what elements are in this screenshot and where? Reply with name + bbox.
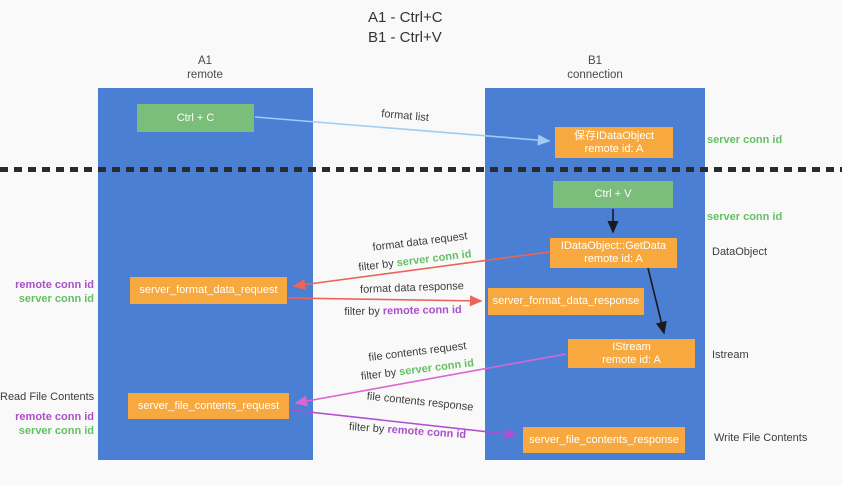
- node-server-file-contents-request: server_file_contents_request: [128, 393, 289, 419]
- filter-by-text-2: filter by: [344, 305, 380, 319]
- file-contents-response-arrow: [290, 409, 518, 440]
- filter-value-remote-conn-1: remote conn id: [382, 303, 462, 318]
- node-getdata: IDataObject::GetData remote id: A: [550, 238, 677, 268]
- label-filter-format-response: filter by remote conn id: [338, 304, 468, 319]
- node-getdata-line1: IDataObject::GetData: [560, 240, 667, 252]
- dotted-separator: [0, 167, 842, 172]
- node-save-idataobject-line2: remote id: A: [584, 142, 644, 155]
- filter-by-text-4: filter by: [348, 420, 385, 436]
- label-server-conn-id-1: server conn id: [18, 293, 94, 305]
- lane-header-right: B1 connection: [540, 55, 650, 82]
- format-list-arrow: [254, 116, 551, 146]
- node-server-format-data-response-label: server_format_data_response: [492, 295, 640, 307]
- format-data-response-arrow: [287, 295, 483, 307]
- node-save-idataobject-line1: 保存IDataObject: [573, 129, 655, 142]
- getdata-to-istream-arrow: [647, 267, 667, 335]
- node-server-format-data-response: server_format_data_response: [488, 288, 644, 315]
- lane-left-name: remote: [187, 68, 223, 81]
- lane-header-left: A1 remote: [150, 55, 260, 82]
- node-getdata-line2: remote id: A: [584, 253, 643, 265]
- node-server-file-contents-response-label: server_file_contents_response: [529, 433, 679, 446]
- file-contents-request-arrow: [294, 353, 567, 407]
- node-ctrl-c: Ctrl + C: [137, 104, 254, 132]
- node-ctrl-v-label: Ctrl + V: [594, 188, 632, 200]
- node-server-file-contents-response: server_file_contents_response: [523, 427, 685, 453]
- diagram-title: A1 - Ctrl+C B1 - Ctrl+V: [368, 8, 443, 48]
- lane-right-name: connection: [567, 68, 623, 81]
- format-data-request-arrow: [292, 251, 550, 291]
- node-istream-line2: remote id: A: [602, 353, 661, 366]
- label-server-conn-id-mid: server conn id: [707, 211, 783, 223]
- label-istream: Istream: [712, 349, 749, 361]
- node-ctrl-c-label: Ctrl + C: [176, 111, 215, 124]
- lane-left-id: A1: [197, 55, 213, 67]
- label-server-conn-id-top: server conn id: [707, 134, 783, 146]
- label-remote-conn-id-1: remote conn id: [15, 279, 94, 291]
- node-save-idataobject: 保存IDataObject remote id: A: [555, 127, 673, 158]
- title-line-1: A1 - Ctrl+C: [368, 9, 443, 26]
- lane-right-id: B1: [587, 55, 603, 67]
- title-line-2: B1 - Ctrl+V: [368, 29, 442, 46]
- node-istream: IStream remote id: A: [568, 339, 695, 368]
- node-server-format-data-request-label: server_format_data_request: [139, 284, 278, 296]
- label-remote-conn-id-2: remote conn id: [15, 411, 94, 423]
- node-istream-line1: IStream: [612, 340, 651, 353]
- label-read-file-contents: Read File Contents: [0, 391, 95, 403]
- node-ctrl-v: Ctrl + V: [553, 181, 673, 208]
- node-server-format-data-request: server_format_data_request: [130, 277, 287, 304]
- label-write-file-contents: Write File Contents: [714, 432, 808, 444]
- node-server-file-contents-request-label: server_file_contents_request: [137, 399, 280, 412]
- label-dataobject: DataObject: [712, 246, 768, 258]
- label-server-conn-id-2: server conn id: [18, 425, 94, 437]
